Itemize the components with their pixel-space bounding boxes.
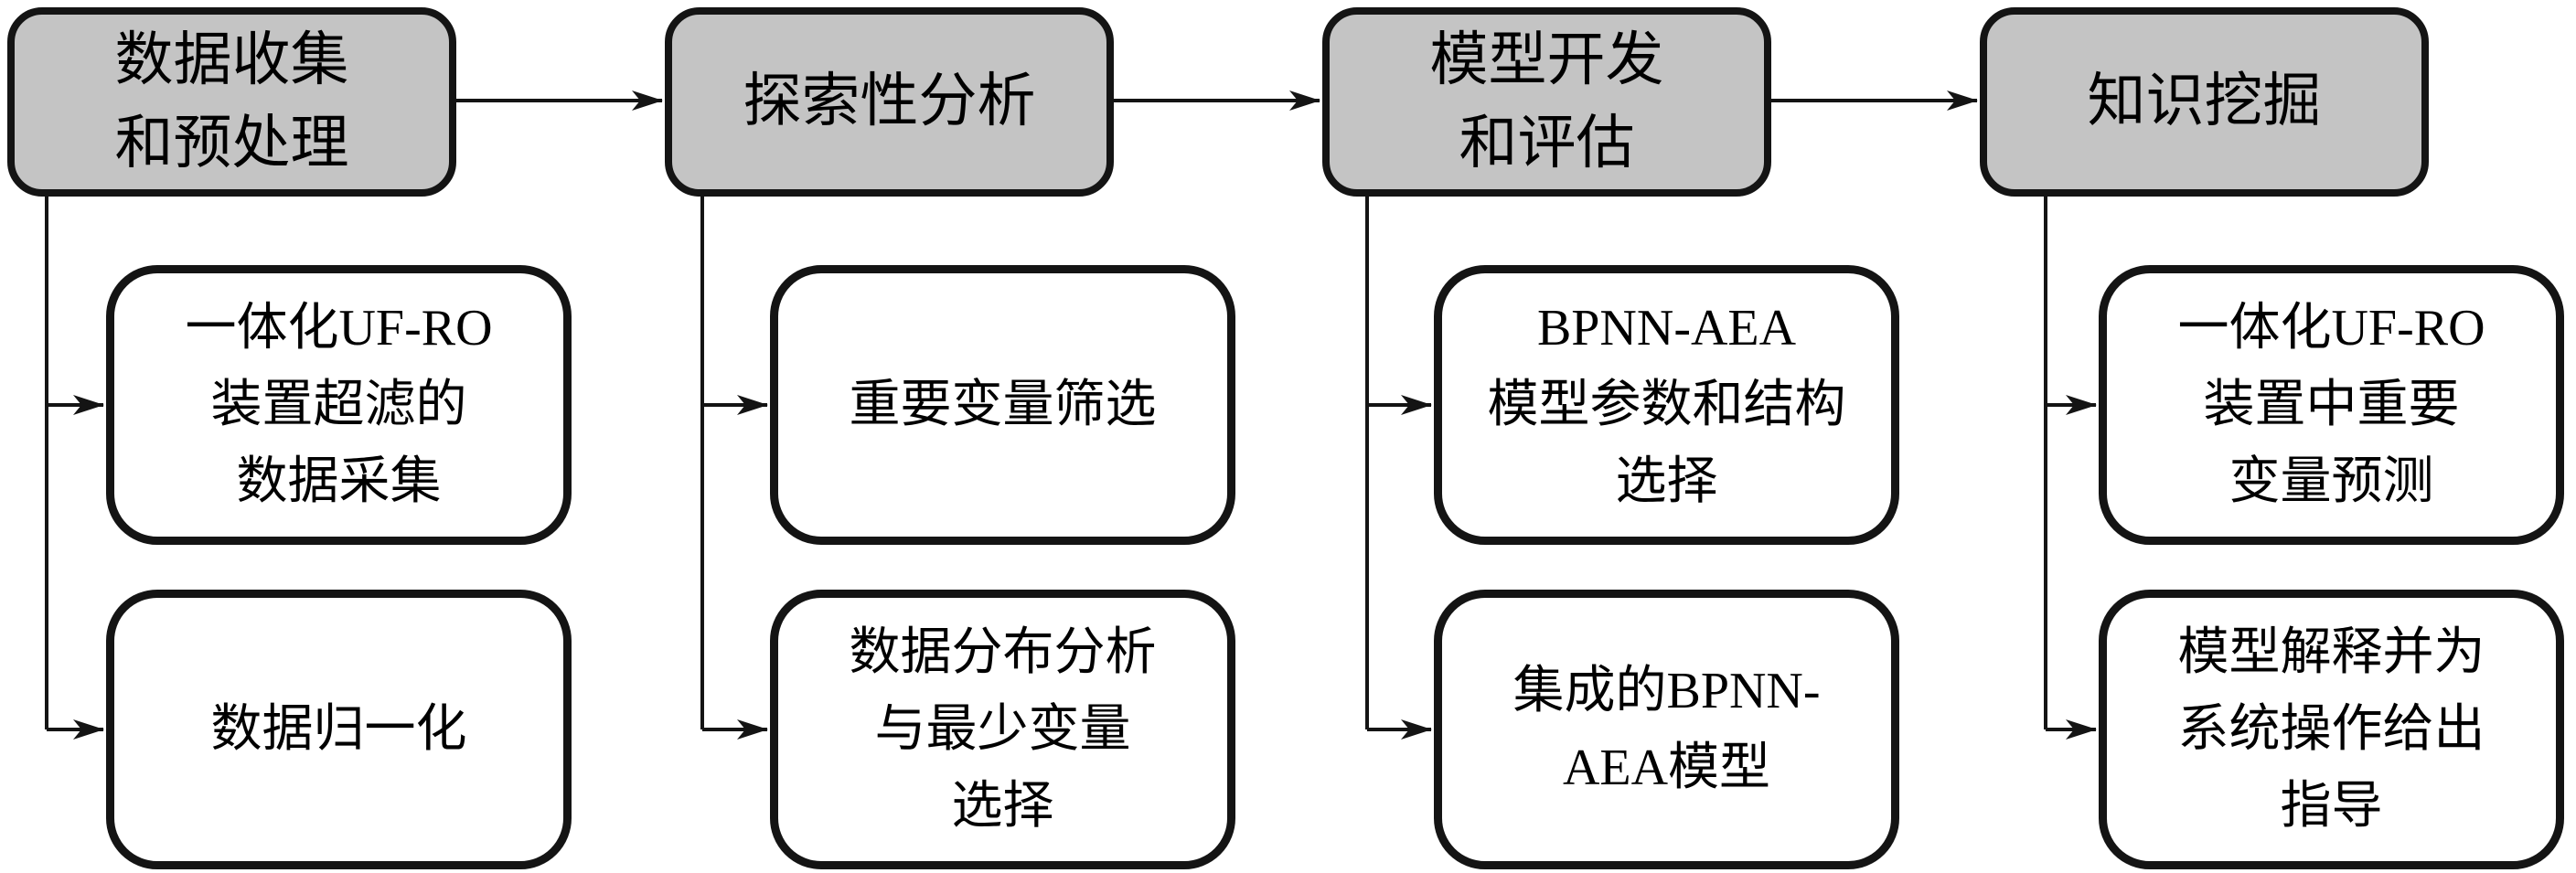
task-box-model-parameter-selection: BPNN-AEA 模型参数和结构 选择	[1434, 265, 1899, 545]
stage-box-model-development: 模型开发 和评估	[1322, 7, 1771, 197]
task-box-data-acquisition: 一体化UF-RO 装置超滤的 数据采集	[106, 265, 572, 545]
stage-box-knowledge-mining: 知识挖掘	[1980, 7, 2429, 197]
task-box-distribution-analysis: 数据分布分析 与最少变量 选择	[770, 590, 1235, 869]
stage-box-exploratory-analysis: 探索性分析	[665, 7, 1114, 197]
task-box-ensemble-model: 集成的BPNN- AEA模型	[1434, 590, 1899, 869]
task-box-variable-prediction: 一体化UF-RO 装置中重要 变量预测	[2099, 265, 2564, 545]
task-box-variable-screening: 重要变量筛选	[770, 265, 1235, 545]
stage-box-data-collection: 数据收集 和预处理	[7, 7, 456, 197]
task-box-data-normalization: 数据归一化	[106, 590, 572, 869]
task-box-model-interpretation: 模型解释并为 系统操作给出 指导	[2099, 590, 2564, 869]
